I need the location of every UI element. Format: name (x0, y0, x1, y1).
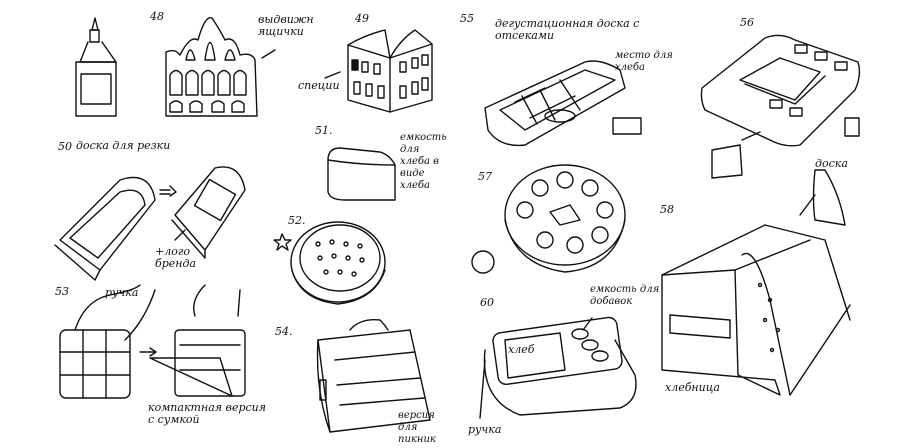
sketch-number-56: 56 (740, 16, 754, 29)
sketch-number-51: 51. (315, 124, 333, 137)
bread-tray-sketch (479, 316, 637, 419)
note-spices: специи (298, 79, 340, 92)
cutting-board-sketch (54, 166, 246, 281)
sketch-number-60: 60 (480, 296, 494, 309)
note-drawers: выдвижн ящички (258, 13, 314, 38)
note-tasting-board: дегустационная доска с отсеками (495, 17, 640, 42)
sketch-number-57: 57 (478, 170, 492, 183)
note-board: доска (815, 157, 848, 170)
bag-sketch (59, 284, 246, 399)
picnic-case-sketch (316, 319, 431, 433)
spice-house-sketch (324, 29, 433, 113)
sketch-number-49: 49 (355, 12, 369, 25)
sketch-number-48: 48 (150, 10, 164, 23)
note-cutting-board: доска для резки (76, 139, 171, 152)
note-brand-logo: +лого бренда (155, 245, 197, 270)
note-bread-bin: хлебница (665, 381, 720, 394)
note-picnic-version: версия для пикник (398, 410, 436, 445)
note-toppings-container: емкость для добавок (590, 284, 660, 307)
tower-sketch (75, 17, 117, 117)
gothic-cabinet-sketch (165, 16, 276, 117)
sketch-number-50: 50 (58, 140, 72, 153)
note-handle: ручка (105, 286, 139, 299)
sketch-number-54: 54. (275, 325, 293, 338)
note-bread-container: емкость для хлеба в виде хлеба (400, 132, 447, 191)
sketch-number-58: 58 (660, 203, 674, 216)
note-tray-handle: ручка (468, 423, 502, 436)
bread-bin-sketch (661, 169, 851, 396)
bread-container-sketch (327, 147, 396, 201)
square-tasting-board-sketch (700, 34, 861, 179)
tasting-board-sketch (484, 60, 642, 147)
round-board-sketch (273, 221, 386, 305)
note-bread-place: место для хлеба (615, 50, 673, 73)
sketch-number-53: 53 (55, 285, 69, 298)
note-compact-bag-version: компактная версия с сумкой (148, 401, 267, 426)
sketch-number-55: 55 (460, 12, 474, 25)
round-tasting-board-sketch (471, 164, 626, 274)
sketch-number-52: 52. (288, 214, 306, 227)
note-bread: хлеб (508, 343, 535, 356)
